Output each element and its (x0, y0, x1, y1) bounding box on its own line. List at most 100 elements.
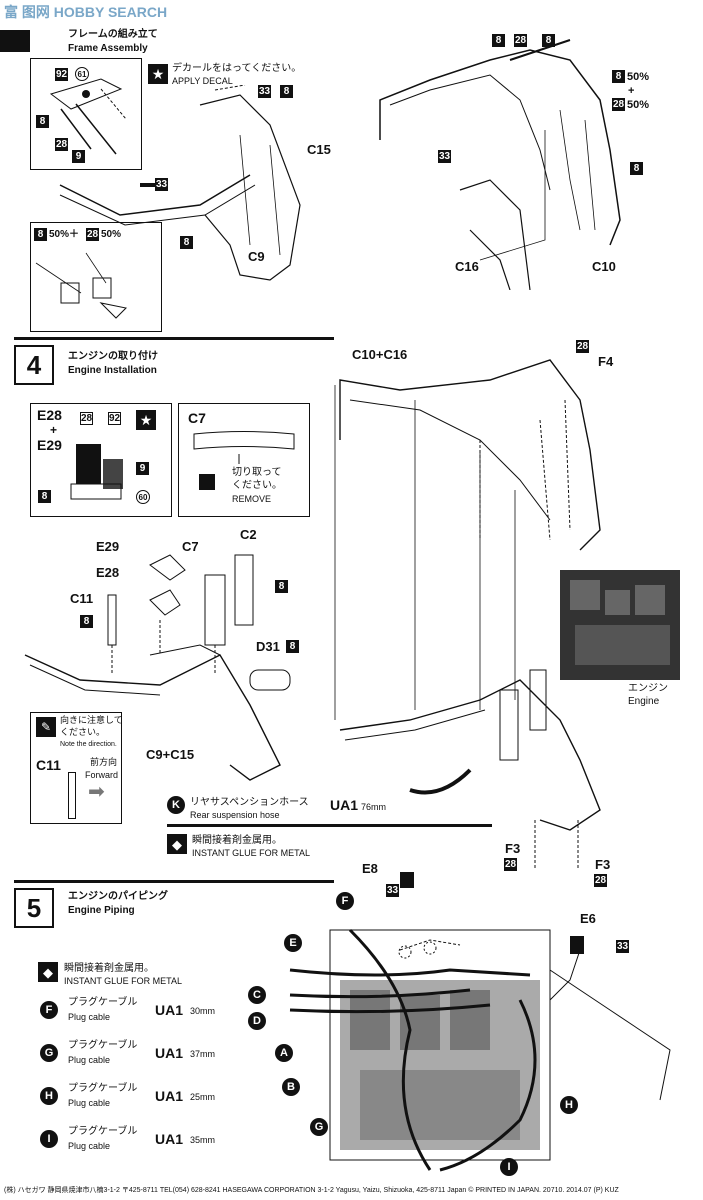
frame-left-drawing (59, 85, 301, 281)
cable-h-jp: プラグケーブル (68, 1083, 138, 1094)
step3-title-jp: フレームの組み立て (68, 29, 158, 40)
forward-jp: 前方向 (90, 757, 118, 767)
star-icon: ★ (148, 64, 168, 84)
step4-number: 4 (14, 345, 54, 385)
cable-h-ua: UA1 (155, 1088, 184, 1104)
part-c9: C9 (248, 249, 265, 264)
cable-i-ua: UA1 (155, 1131, 184, 1147)
step5-title-jp: エンジンのパイピング (68, 891, 168, 902)
hose-ua-text: UA1 (330, 797, 359, 813)
cable-f-en: Plug cable (68, 1012, 111, 1022)
engine-en: Engine (628, 696, 660, 707)
frame-right-drawing (379, 39, 621, 290)
arrow-right-icon: ➡ (88, 781, 105, 803)
e29-label: E29 (37, 437, 62, 453)
cable-i-en: Plug cable (68, 1141, 111, 1151)
cable-letter-f: F (40, 1001, 58, 1019)
paint-mix-text: 50%＋ (49, 229, 80, 240)
paint-mix-drawing (35, 252, 128, 319)
pipe-letter-d: D (248, 1012, 266, 1030)
pipe-letter-a: A (275, 1044, 293, 1062)
direction-en: Note the direction. (60, 741, 117, 748)
part-f4: F4 (598, 354, 614, 369)
paint-code-8-c: 8 (492, 34, 505, 47)
glue-diamond-icon-2: ◆ (38, 962, 58, 982)
divider-hose (167, 824, 492, 827)
cable-g-jp: プラグケーブル (68, 1040, 138, 1051)
cable-i-mm: 35mm (190, 1135, 216, 1145)
glue-diamond-icon: ◆ (167, 834, 187, 854)
cable-f-jp: プラグケーブル (68, 997, 138, 1008)
step5-number: 5 (14, 888, 54, 928)
hose-letter-k: K (167, 796, 185, 814)
glue-en-step5: INSTANT GLUE FOR METAL (64, 976, 183, 986)
pct-plus: + (628, 85, 635, 97)
c11-part-shape (68, 772, 76, 819)
paint-code-33-d: 33 (386, 884, 399, 897)
cable-f-ua: UA1 (155, 1002, 184, 1018)
paint-code-28-c: 28 (514, 34, 527, 47)
paint-code-28-f: 28 (576, 340, 589, 353)
cable-h-en: Plug cable (68, 1098, 111, 1108)
paint-code-8-h: 8 (80, 615, 93, 628)
cable-g-mm: 37mm (190, 1049, 216, 1059)
part-d31: D31 (256, 639, 280, 654)
paint-code-28-d: 28 (612, 98, 625, 111)
paint-code-28-g: 28 (504, 858, 517, 871)
pct-50-a: 50% (627, 71, 650, 83)
step4-title-en: Engine Installation (68, 365, 157, 376)
glue-jp-step5: 瞬間接着剤金属用。 (64, 963, 154, 974)
footer-text: (株) ハセガワ 静岡県焼津市八楠3-1-2 〒425-8711 TEL(054… (4, 1187, 619, 1194)
paint-code-8-b: 8 (180, 236, 193, 249)
pipe-letter-b: B (282, 1078, 300, 1096)
paint-code-33-a: 33 (258, 85, 271, 98)
paint-mix-box (30, 222, 162, 332)
divider-step4 (14, 337, 334, 340)
decal-code-61: 61 (75, 67, 89, 81)
cable-letter-g: G (40, 1044, 58, 1062)
pipe-letter-i: I (500, 1158, 518, 1176)
cable-letter-h: H (40, 1087, 58, 1105)
step4-title-jp: エンジンの取り付け (68, 351, 158, 362)
paint-code-28: 28 (55, 138, 68, 151)
forward-en: Forward (85, 770, 119, 780)
paint-code-8-mix: 8 (34, 228, 47, 241)
paint-code-92-b: 92 (108, 412, 121, 425)
paint-code-9: 9 (72, 150, 85, 163)
cut-en: REMOVE (232, 494, 272, 504)
plus-sign: + (50, 423, 58, 437)
decal-code-60: 60 (136, 490, 150, 504)
step5-title-en: Engine Piping (68, 905, 135, 916)
pipe-letter-f: F (336, 892, 354, 910)
cable-f-mm: 30mm (190, 1006, 216, 1016)
hose-mm: 76mm (361, 802, 387, 812)
cable-g-ua: UA1 (155, 1045, 184, 1061)
apply-decal-en: APPLY DECAL (172, 76, 233, 86)
part-c10-c16: C10+C16 (352, 347, 408, 362)
part-c2: C2 (240, 527, 257, 542)
paint-code-8-f: 8 (630, 162, 643, 175)
pipe-letter-c: C (248, 986, 266, 1004)
paint-code-28-h: 28 (594, 874, 607, 887)
engine-block (560, 570, 680, 680)
cable-i-jp: プラグケーブル (68, 1126, 138, 1137)
step4-right-drawing (334, 359, 680, 870)
paint-code-8-i: 8 (275, 580, 288, 593)
part-c15: C15 (307, 142, 331, 157)
step5-engine-drawing (289, 928, 671, 1172)
pipe-letter-g: G (310, 1118, 328, 1136)
c7-cut-drawing (193, 431, 295, 490)
star-icon-2: ★ (136, 410, 156, 430)
glue-en-step4: INSTANT GLUE FOR METAL (192, 848, 311, 858)
apply-decal-jp: デカールをはってください。 (172, 63, 302, 74)
c11-detail-label: C11 (36, 757, 61, 773)
paint-code-33-c: 33 (438, 150, 451, 163)
step4-left-drawing (24, 554, 291, 781)
decal-detail-drawing (49, 78, 127, 155)
part-f3-a: F3 (505, 841, 521, 856)
paint-code-8-j: 8 (286, 640, 299, 653)
cut-jp-1: 切り取って (232, 467, 282, 478)
divider-step5 (14, 880, 334, 883)
